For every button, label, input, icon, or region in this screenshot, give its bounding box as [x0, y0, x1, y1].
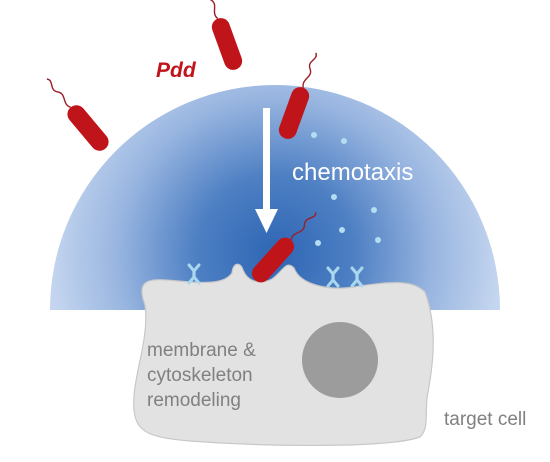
particle	[371, 207, 377, 213]
chemotaxis-label: chemotaxis	[292, 159, 413, 186]
remodeling-label-line3: remodeling	[147, 390, 241, 411]
chemoattractant-particles	[311, 132, 381, 246]
particle	[339, 227, 345, 233]
particle	[315, 240, 321, 246]
particle	[331, 194, 337, 200]
bacterium	[39, 72, 113, 156]
bacterium	[195, 0, 246, 74]
chemotaxis-arrow	[255, 108, 278, 233]
remodeling-label-line2: cytoskeleton	[147, 365, 253, 386]
target-cell	[133, 263, 434, 447]
chemotactic-gradient	[50, 85, 500, 310]
nucleus	[302, 322, 378, 398]
target-cell-label: target cell	[444, 409, 526, 430]
pathogen-label: Pdd	[156, 59, 197, 82]
particle	[375, 237, 381, 243]
remodeling-label-line1: membrane &	[147, 340, 256, 361]
particle	[311, 132, 317, 138]
particle	[341, 138, 347, 144]
